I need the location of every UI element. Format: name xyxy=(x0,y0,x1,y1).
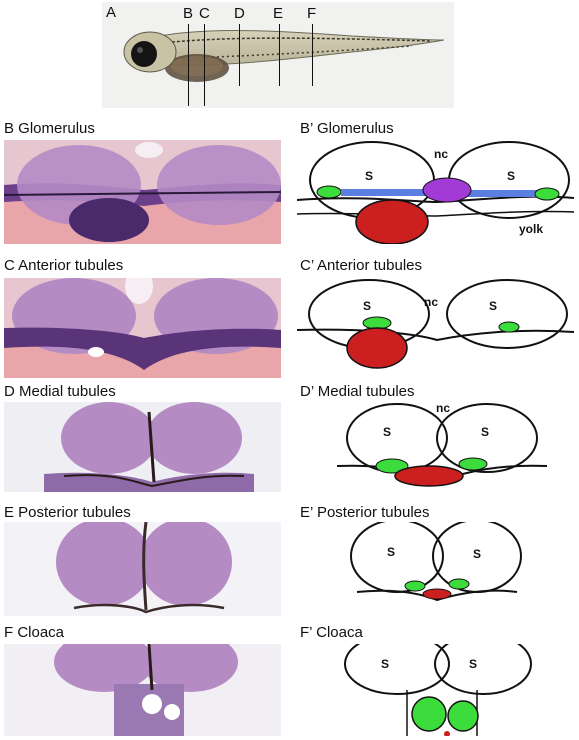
annot-b-s-right: S xyxy=(507,169,515,183)
diagram-d: S nc S xyxy=(297,402,574,492)
label-b-prime: B’ Glomerulus xyxy=(300,120,394,137)
histology-e xyxy=(4,522,281,616)
histology-f xyxy=(4,644,281,736)
marker-f: F xyxy=(307,5,317,22)
annot-b-s-left: S xyxy=(365,169,373,183)
annot-c-s-left: S xyxy=(363,299,371,313)
annot-d-nc: nc xyxy=(436,402,450,415)
diagram-c: S nc S xyxy=(297,278,574,378)
annot-d-s-right: S xyxy=(481,425,489,439)
diagram-b: S nc S yolk xyxy=(297,140,574,244)
annot-c-s-right: S xyxy=(489,299,497,313)
marker-d: D xyxy=(234,5,245,22)
section-line-b xyxy=(188,24,189,106)
annot-e-s-left: S xyxy=(387,545,395,559)
section-line-f xyxy=(312,24,313,86)
label-d-prime: D’ Medial tubules xyxy=(300,383,415,400)
annot-b-yolk: yolk xyxy=(519,222,543,236)
annot-f-s-right: S xyxy=(469,657,477,671)
panel-a-label: A xyxy=(106,4,117,21)
histology-b xyxy=(4,140,281,244)
annot-b-nc: nc xyxy=(434,147,448,161)
histology-c xyxy=(4,278,281,378)
diagram-e: S S xyxy=(297,522,574,602)
annot-e-s-right: S xyxy=(473,547,481,561)
marker-e: E xyxy=(273,5,284,22)
section-line-d xyxy=(239,24,240,86)
diagram-f: S S xyxy=(297,644,574,736)
label-c: C Anterior tubules xyxy=(4,257,124,274)
annot-f-s-left: S xyxy=(381,657,389,671)
annot-c-nc: nc xyxy=(424,295,438,309)
section-line-c xyxy=(204,24,205,106)
section-line-e xyxy=(279,24,280,86)
histology-d xyxy=(4,402,281,492)
label-b: B Glomerulus xyxy=(4,120,95,137)
label-f-prime: F’ Cloaca xyxy=(300,624,363,641)
label-c-prime: C’ Anterior tubules xyxy=(300,257,423,274)
embryo-photo-panel xyxy=(102,2,454,108)
marker-c: C xyxy=(199,5,210,22)
label-e-prime: E’ Posterior tubules xyxy=(300,504,430,521)
label-f: F Cloaca xyxy=(4,624,65,641)
marker-b: B xyxy=(183,5,194,22)
embryo-illustration xyxy=(123,30,445,82)
annot-d-s-left: S xyxy=(383,425,391,439)
label-d: D Medial tubules xyxy=(4,383,116,400)
label-e: E Posterior tubules xyxy=(4,504,131,521)
